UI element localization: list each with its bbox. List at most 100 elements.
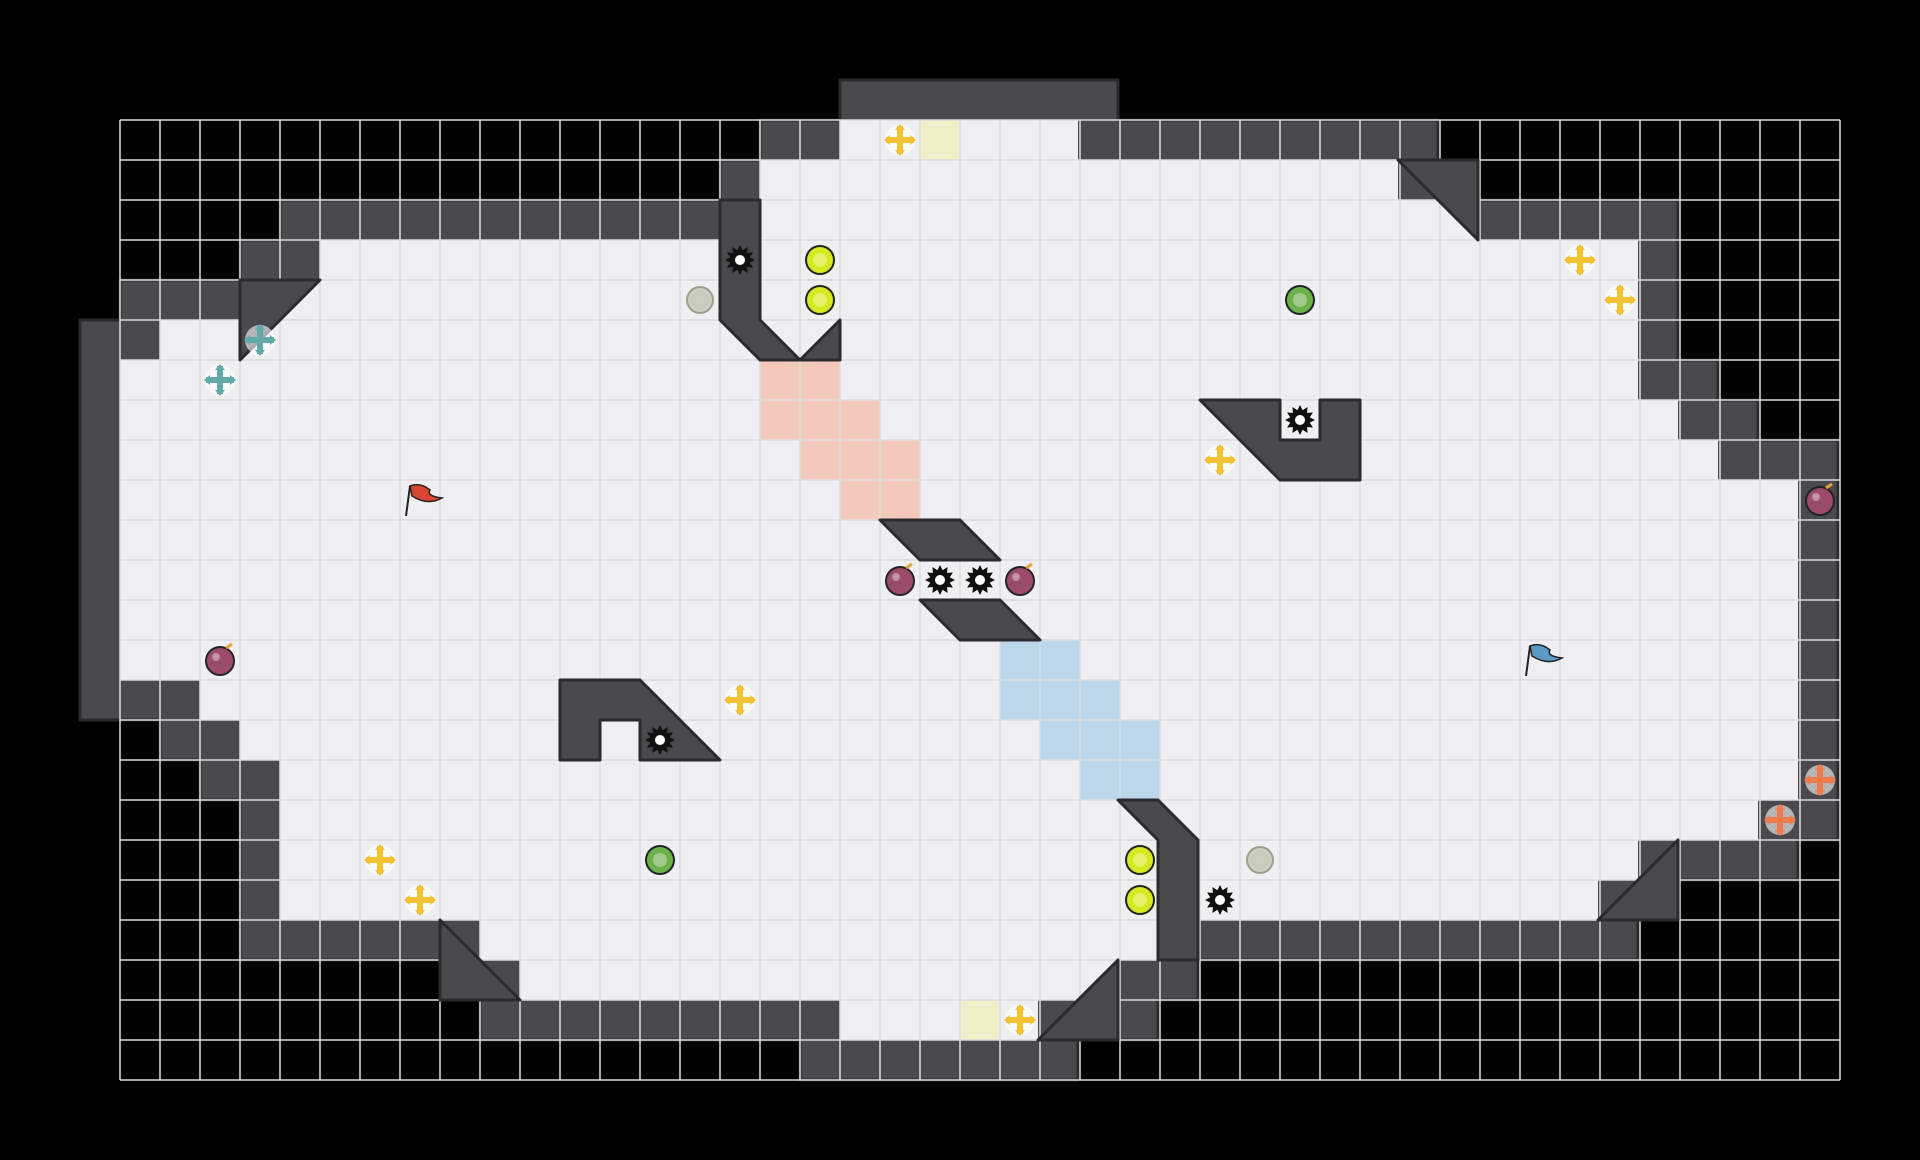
blue-zone-tile [1080,760,1120,800]
yellow-boost-icon[interactable] [884,124,916,156]
bomb-icon[interactable] [1005,562,1035,596]
lime-powerup[interactable] [805,285,835,315]
inner-walls [238,158,1680,1042]
bottom-right-corner-wall [1036,958,1120,1042]
yellow-boost-icon[interactable] [1604,284,1636,316]
yellow-boost-icon[interactable] [404,884,436,916]
red-flag[interactable] [405,483,445,517]
lower-divider-wall [1116,798,1200,962]
blue-flag[interactable] [1525,643,1565,677]
red-zone-tile [840,480,880,520]
boost-arm-horizontal [1006,1017,1034,1023]
spike-center [1215,895,1225,905]
bomb-icon[interactable] [205,642,235,676]
teal-boost-icon[interactable] [244,324,276,356]
spike-icon[interactable] [645,725,675,755]
spike-icon[interactable] [725,245,755,275]
bomb-shine [1012,573,1020,581]
powerup-ball [805,285,835,315]
blue-zone-tile [1080,720,1120,760]
blue-zone-tile [1080,680,1120,720]
boost-arm-horizontal [1206,457,1234,463]
lime-powerup[interactable] [1125,845,1155,875]
green-powerup[interactable] [1285,285,1315,315]
boost-arm-horizontal [1806,777,1834,783]
boost-arm-horizontal [726,697,754,703]
powerup-shine [1133,853,1147,867]
spike-icon[interactable] [925,565,955,595]
red-zone-tile [760,400,800,440]
bomb-body [1805,486,1835,516]
spike-icon[interactable] [1205,885,1235,915]
boost-arm-horizontal [1566,257,1594,263]
right-lower-corner-wall [1596,838,1680,922]
blue-zone-tile [1040,640,1080,680]
bomb-fuse [1025,562,1033,570]
right-pocket-wall [1198,398,1362,482]
bomb-icon[interactable] [1805,482,1835,516]
spike-center [935,575,945,585]
gray-token[interactable] [1246,846,1274,874]
orange-boost-icon[interactable] [1764,804,1796,836]
gray-token[interactable] [686,286,714,314]
flag-cloth [1529,643,1565,663]
teal-boost-icon[interactable] [204,364,236,396]
zones [760,120,1160,1040]
boost-arm-horizontal [366,857,394,863]
powerup-shine [1133,893,1147,907]
blue-zone-tile [1120,760,1160,800]
bomb-shine [892,573,900,581]
red-zone-tile [840,440,880,480]
boost-arm-horizontal [1606,297,1634,303]
left-pocket-wall [558,678,722,762]
yellow-boost-icon[interactable] [364,844,396,876]
yellow-zone-tile [960,1000,1000,1040]
boost-arm-horizontal [246,337,274,343]
yellow-boost-icon[interactable] [1004,1004,1036,1036]
spike-center [975,575,985,585]
blue-zone-tile [1040,680,1080,720]
mid-upper-ramp-wall [878,518,1002,562]
spike-center [655,735,665,745]
green-powerup[interactable] [645,845,675,875]
powerup-ball [1285,285,1315,315]
bomb-icon[interactable] [885,562,915,596]
yellow-boost-icon[interactable] [1564,244,1596,276]
lime-powerup[interactable] [805,245,835,275]
orange-boost-icon[interactable] [1804,764,1836,796]
red-zone-tile [880,440,920,480]
bomb-body [205,646,235,676]
spike-center [1295,415,1305,425]
bomb-fuse [905,562,913,570]
boost-arm-horizontal [206,377,234,383]
powerup-ball [1125,885,1155,915]
floor-area [120,120,1798,1040]
yellow-boost-icon[interactable] [1204,444,1236,476]
blue-zone-tile [1040,720,1080,760]
red-zone-tile [880,480,920,520]
red-zone-tile [800,440,840,480]
bomb-fuse [1825,482,1833,490]
right-top-corner-wall [1396,158,1480,242]
lime-powerup[interactable] [1125,885,1155,915]
bomb-shine [212,653,220,661]
spike-center [735,255,745,265]
powerup-shine [653,853,667,867]
bomb-fuse [225,642,233,650]
red-zone-tile [840,400,880,440]
flag-pole [1525,645,1531,677]
bomb-body [1005,566,1035,596]
spike-icon[interactable] [965,565,995,595]
boost-arm-horizontal [1766,817,1794,823]
yellow-boost-icon[interactable] [724,684,756,716]
powerup-ball [805,245,835,275]
spike-icon[interactable] [1285,405,1315,435]
game-objects [204,124,1836,1036]
red-zone-tile [760,360,800,400]
yellow-zone-tile [920,120,960,160]
blue-zone-tile [1120,720,1160,760]
powerup-ball [1125,845,1155,875]
